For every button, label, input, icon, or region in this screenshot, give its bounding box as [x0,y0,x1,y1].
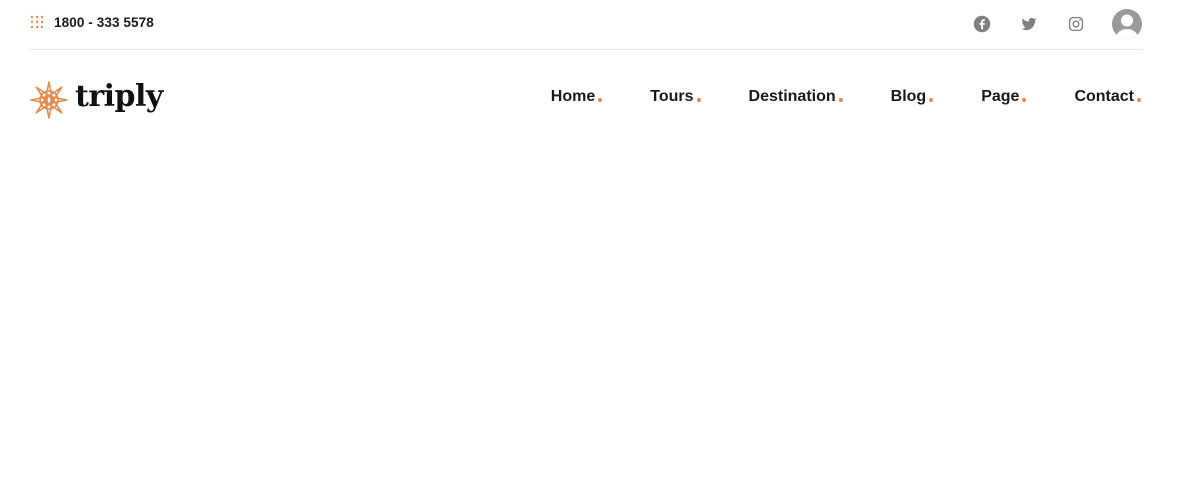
nav-item-home[interactable]: Home [550,88,603,106]
primary-nav: Home Tours Destination Blog Page Contact [503,88,1141,106]
nav-label: Contact [1074,88,1134,105]
nav-dot [598,98,603,102]
main-header: triply Home Tours Destination Blog Page … [29,76,1143,122]
phone-number[interactable]: 1800 - 333 5578 [54,14,154,30]
top-bar: 1800 - 333 5578 [29,0,1143,50]
facebook-icon[interactable] [973,15,991,33]
phone-contact[interactable]: 1800 - 333 5578 [29,14,154,30]
user-avatar-icon[interactable] [1111,8,1143,40]
nav-label: Page [981,88,1020,105]
nav-label: Destination [748,88,836,105]
nav-item-page[interactable]: Page [981,88,1027,106]
nav-dot [1022,98,1027,102]
nav-label: Home [550,88,596,105]
nav-item-contact[interactable]: Contact [1074,88,1141,106]
nav-label: Blog [890,88,927,105]
compass-icon [30,81,68,119]
nav-item-blog[interactable]: Blog [891,88,934,106]
instagram-icon[interactable] [1067,15,1085,33]
dots-grid-icon [30,15,44,29]
nav-dot [929,98,934,102]
logo-text: triply [75,79,163,114]
nav-dot [696,98,701,102]
site-logo[interactable]: triply [29,80,163,120]
nav-label: Tours [650,88,694,105]
nav-item-tours[interactable]: Tours [650,88,701,106]
nav-item-destination[interactable]: Destination [749,88,843,106]
nav-dot [1137,98,1141,102]
social-links [944,8,1143,40]
nav-dot [838,98,843,102]
twitter-icon[interactable] [1020,15,1038,33]
